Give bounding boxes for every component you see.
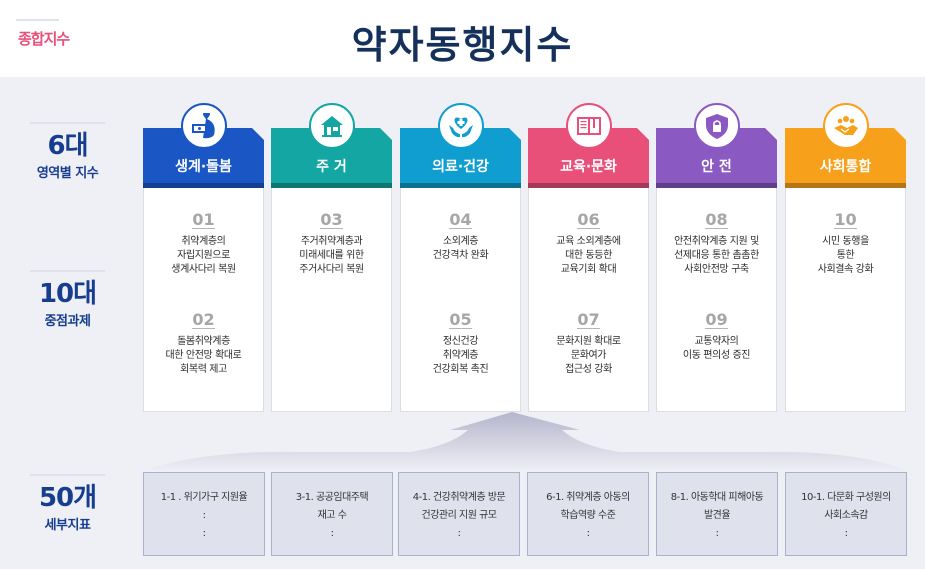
tasks-panel: 03 주거취약계층과 미래세대를 위한 주거사다리 복원 (271, 188, 392, 412)
task-number: 01 (192, 210, 215, 229)
header-strip (656, 183, 777, 188)
indicator-box: 10-1. 다문화 구성원의 사회소속감 : (785, 472, 907, 556)
domain-label: 안 전 (701, 159, 732, 175)
header-strip (785, 183, 906, 188)
side-label-count: 6대 (47, 131, 88, 161)
header-strip (400, 183, 521, 188)
task-text: 취약계층의 자립지원으로 생계사다리 복원 (171, 236, 236, 275)
task-item: 09 교통약자의 이동 편의성 증진 (657, 310, 776, 410)
side-label-tasks: 10대 중점과제 (0, 270, 135, 329)
task-item: 07 문화지원 확대로 문화여가 접근성 강화 (529, 310, 648, 410)
side-label-domains: 6대 영역별 지수 (0, 122, 135, 181)
badge-divider (16, 19, 59, 21)
task-number: 03 (320, 210, 343, 229)
heart-hands-icon (437, 103, 484, 149)
task-number: 05 (449, 310, 472, 329)
header-strip (143, 183, 264, 188)
task-item: 03 주거취약계층과 미래세대를 위한 주거사다리 복원 (272, 210, 391, 310)
task-number: 07 (577, 310, 600, 329)
domain-header: 의료·건강 (400, 128, 521, 183)
tasks-panel: 01 취약계층의 자립지원으로 생계사다리 복원 02 돌봄취약계층 대한 안전… (143, 188, 264, 412)
task-text: 교통약자의 이동 편의성 증진 (682, 336, 751, 361)
domain-column-housing: 주 거 03 주거취약계층과 미래세대를 위한 주거사다리 복원 (271, 103, 392, 412)
domain-label: 생계·돌봄 (175, 159, 232, 175)
page-title: 약자동행지수 (351, 23, 574, 67)
tasks-panel: 10 시민 동행을 통한 사회결속 강화 (785, 188, 906, 412)
domain-column-education: 교육·문화 06 교육 소외계층에 대한 동등한 교육기회 확대 07 문화지원… (528, 103, 649, 412)
side-label-count: 10대 (38, 279, 97, 309)
task-text: 소외계층 건강격차 완화 (432, 236, 489, 261)
top-bar: 종합지수 약자동행지수 (0, 0, 925, 77)
task-text: 돌봄취약계층 대한 안전망 확대로 회복력 제고 (165, 336, 242, 375)
money-bag-icon (180, 103, 227, 149)
task-number: 08 (705, 210, 728, 229)
divider (30, 122, 105, 124)
task-number: 02 (192, 310, 215, 329)
indicator-box: 1-1 . 위기가구 지원율 : : (143, 472, 265, 556)
task-text: 문화지원 확대로 문화여가 접근성 강화 (556, 336, 621, 375)
task-item: 02 돌봄취약계층 대한 안전망 확대로 회복력 제고 (144, 310, 263, 410)
domain-label: 의료·건강 (432, 159, 489, 175)
task-number: 09 (705, 310, 728, 329)
task-item: 10 시민 동행을 통한 사회결속 강화 (786, 210, 905, 310)
task-number: 10 (834, 210, 857, 229)
indicator-box: 4-1. 건강취약계층 방문 건강관리 지원 규모 : (398, 472, 520, 556)
indicator-box: 8-1. 아동학대 피해아동 발견율 : (656, 472, 778, 556)
domain-label: 주 거 (316, 159, 347, 175)
task-item: 05 정신건강 취약계층 건강회복 촉진 (401, 310, 520, 410)
domain-column-social-integration: 사회통합 10 시민 동행을 통한 사회결속 강화 (785, 103, 906, 412)
house-icon (308, 103, 355, 149)
header-strip (271, 183, 392, 188)
tasks-panel: 08 안전취약계층 지원 및 선제대응 통한 촘촘한 사회안전망 구축 09 교… (656, 188, 777, 412)
indicator-box: 3-1. 공공임대주택 재고 수 : (271, 472, 393, 556)
domain-column-safety: 안 전 08 안전취약계층 지원 및 선제대응 통한 촘촘한 사회안전망 구축 … (656, 103, 777, 412)
task-number: 06 (577, 210, 600, 229)
domain-column-health: 의료·건강 04 소외계층 건강격차 완화 05 정신건강 취약계층 건강회복 … (400, 103, 521, 412)
domain-label: 사회통합 (819, 159, 872, 175)
task-item: 04 소외계층 건강격차 완화 (401, 210, 520, 310)
category-badge: 종합지수 (18, 30, 70, 48)
divider (30, 474, 105, 476)
indicator-box: 6-1. 취약계층 아동의 학습역량 수준 : (527, 472, 649, 556)
shield-lock-icon (693, 103, 740, 149)
task-item: 08 안전취약계층 지원 및 선제대응 통한 촘촘한 사회안전망 구축 (657, 210, 776, 310)
divider (30, 270, 105, 272)
task-text: 교육 소외계층에 대한 동등한 교육기회 확대 (556, 236, 621, 275)
task-text: 시민 동행을 통한 사회결속 강화 (817, 236, 874, 275)
task-text: 안전취약계층 지원 및 선제대응 통한 촘촘한 사회안전망 구축 (674, 236, 759, 275)
side-label-indicators: 50개 세부지표 (0, 474, 135, 533)
task-item: 06 교육 소외계층에 대한 동등한 교육기회 확대 (529, 210, 648, 310)
side-label-caption: 영역별 지수 (36, 166, 99, 181)
tasks-panel: 04 소외계층 건강격차 완화 05 정신건강 취약계층 건강회복 촉진 (400, 188, 521, 412)
task-text: 정신건강 취약계층 건강회복 촉진 (432, 336, 489, 375)
up-arrow-graphic (0, 412, 925, 472)
side-label-caption: 중점과제 (44, 314, 91, 329)
header-strip (528, 183, 649, 188)
task-item: 01 취약계층의 자립지원으로 생계사다리 복원 (144, 210, 263, 310)
book-icon (565, 103, 612, 149)
domain-column-livelihood: 생계·돌봄 01 취약계층의 자립지원으로 생계사다리 복원 02 돌봄취약계층… (143, 103, 264, 412)
task-text: 주거취약계층과 미래세대를 위한 주거사다리 복원 (299, 236, 364, 275)
task-number: 04 (449, 210, 472, 229)
handshake-icon (822, 103, 869, 149)
domain-label: 교육·문화 (560, 159, 617, 175)
tasks-panel: 06 교육 소외계층에 대한 동등한 교육기회 확대 07 문화지원 확대로 문… (528, 188, 649, 412)
side-label-count: 50개 (38, 483, 97, 513)
side-label-caption: 세부지표 (44, 518, 91, 533)
